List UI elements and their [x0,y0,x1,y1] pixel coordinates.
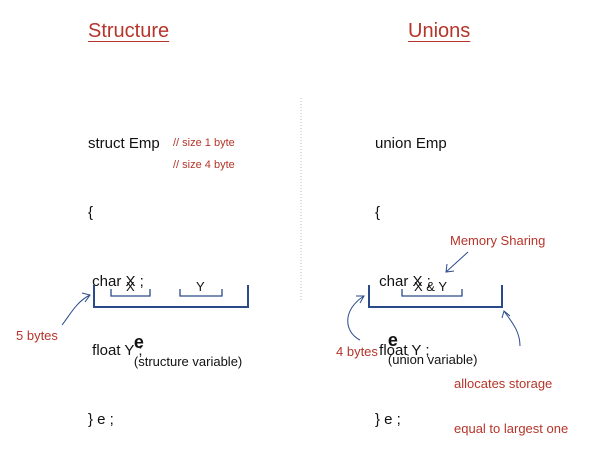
union-memory-block [368,285,503,308]
struct-field-x-label: X [126,279,135,294]
structure-memory-block [93,285,249,308]
unions-heading: Unions [408,20,471,42]
union-variable-label: (union variable) [387,352,478,367]
structure-code-line: { [88,204,94,221]
float-size-comment: // size 4 byte [173,159,235,171]
structure-code-line: float Y ; [88,342,143,359]
union-code-line: { [375,204,381,221]
union-field-label: X & Y [414,279,448,294]
union-code-line: char X ; [375,273,431,290]
struct-field-x-bracket [110,289,151,297]
memory-sharing-note: Memory Sharing [450,233,546,248]
structure-code-line: char X ; [88,273,144,290]
union-code-line: float Y ; [375,342,430,359]
memory-sharing-arrowhead [445,263,455,273]
struct-size-arrowhead [81,292,91,303]
struct-field-y-label: Y [196,279,205,294]
union-variable-letter: e [387,330,398,350]
structure-variable-label: (structure variable) [133,354,243,369]
structure-heading: Structure [88,20,170,42]
memory-sharing-arrow [445,251,469,273]
storage-note-line: equal to largest one [454,421,569,436]
union-size-arrowhead [356,295,365,304]
union-variable-caption: e (union variable) [379,312,478,369]
struct-field-y-bracket [179,289,223,297]
storage-note-line: allocates storage [454,376,553,391]
storage-note: allocates storage equal to largest one [454,346,568,451]
char-size-comment: // size 1 byte [173,137,235,149]
diagram-lines [61,98,521,347]
storage-arrow [503,310,521,347]
union-size-note: 4 bytes [336,344,378,359]
storage-arrowhead [501,310,511,319]
struct-size-arrow [61,294,91,326]
struct-size-note: 5 bytes [16,328,58,343]
structure-variable-caption: e (structure variable) [125,314,242,371]
union-code-line: union Emp [375,135,447,152]
structure-variable-letter: e [133,332,144,352]
structure-code-line: struct Emp [88,135,160,152]
union-code-line: } e ; [375,411,401,428]
union-field-bracket [401,289,463,297]
union-size-arrow [347,295,365,341]
structure-code-line: } e ; [88,411,114,428]
